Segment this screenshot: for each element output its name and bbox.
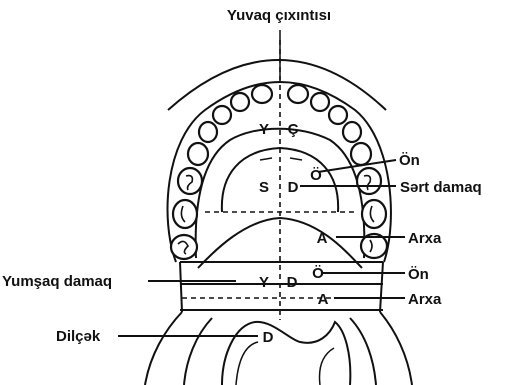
label-yumsaq-damaq: Yumşaq damaq (2, 273, 112, 290)
tooth-premolar-r1 (343, 122, 361, 142)
tooth-molar-r1 (357, 168, 381, 194)
soft-palate-left-edge (180, 262, 182, 312)
label-on-lower: Ön (408, 266, 429, 283)
inner-letter-y-top: Y (259, 121, 269, 138)
inner-letter-d-soft: D (287, 274, 298, 291)
tooth-canine-l (213, 106, 231, 124)
inner-letter-c-top: Ç (288, 121, 299, 138)
tooth-premolar-l2 (188, 143, 208, 165)
outer-arch (168, 82, 391, 262)
tooth-central-r (288, 85, 308, 103)
pharynx-outer-right (380, 312, 412, 385)
inner-letter-s: S (259, 179, 269, 196)
tooth-central-l (252, 85, 272, 103)
soft-palate-right-edge (380, 262, 383, 312)
tooth-lateral-l (231, 93, 249, 111)
tooth-premolar-l1 (199, 122, 217, 142)
ridge-dash-right (290, 158, 302, 160)
tooth-lateral-r (311, 93, 329, 111)
inner-letter-y-soft: Y (259, 274, 269, 291)
tooth-molar-l2 (173, 200, 197, 228)
pharynx-inner-right (350, 318, 376, 385)
tooth-molar-l1 (178, 168, 202, 194)
inner-letter-a-lower: A (318, 291, 329, 308)
label-dilcek: Dilçək (56, 328, 101, 345)
tooth-molar-l3 (171, 235, 197, 259)
ridge-dash-left (260, 158, 272, 160)
label-arxa-upper: Arxa (408, 230, 442, 247)
inner-letter-d-uvula: D (263, 329, 274, 346)
pharynx-inner-left (184, 318, 212, 385)
pharynx-outer-left (145, 312, 182, 385)
alveolar-arc (168, 60, 386, 110)
inner-letter-a-upper: A (317, 230, 328, 247)
tooth-premolar-r2 (351, 143, 371, 165)
label-sert-damaq: Sərt damaq (400, 179, 482, 196)
label-arxa-lower: Arxa (408, 291, 442, 308)
label-on-upper: Ön (399, 152, 420, 169)
uvula (222, 322, 350, 385)
inner-letter-o-lower: Ö (312, 265, 324, 282)
tooth-canine-r (329, 106, 347, 124)
tooth-molar-r2 (362, 200, 386, 228)
uvula-inner (236, 342, 258, 385)
inner-letter-o-upper: Ö (310, 167, 322, 184)
inner-letter-d-hard: D (288, 179, 299, 196)
label-yuvaq-cixintisi: Yuvaq çıxıntısı (227, 7, 331, 24)
uvula-inner-r (320, 348, 334, 385)
